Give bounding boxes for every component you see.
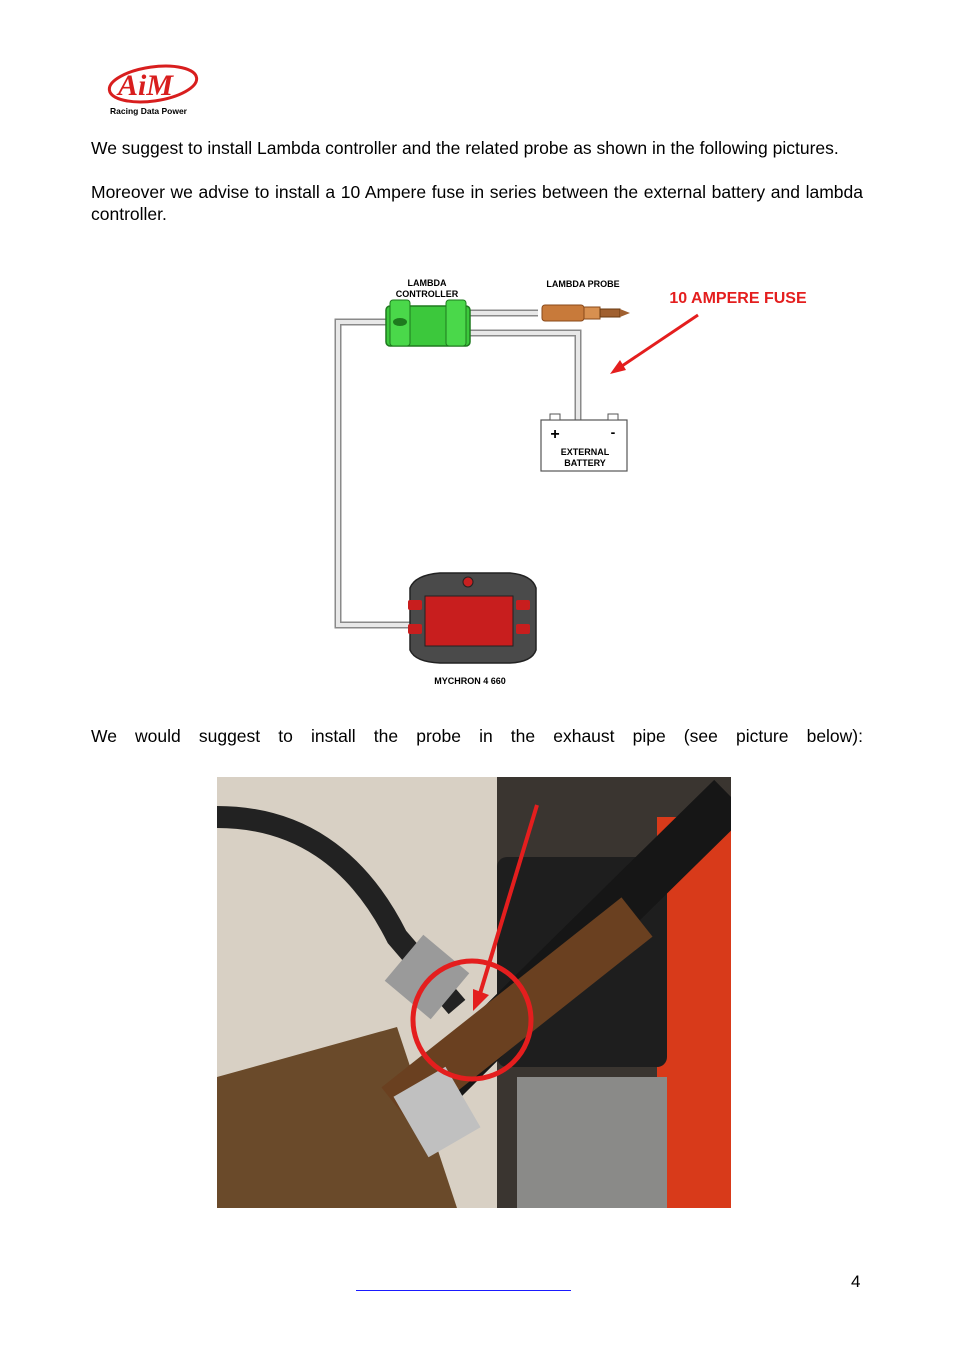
probe-install-paragraph: We would suggest to install the probe in… <box>91 726 863 746</box>
fuse-pointer-arrow <box>615 313 699 372</box>
controller-label-line1: LAMBDA <box>408 278 447 288</box>
battery-plus-terminal: + <box>550 426 559 443</box>
footer-link-underline[interactable] <box>356 1290 571 1291</box>
mychron-display <box>408 572 537 664</box>
probe-location-arrow <box>477 804 539 998</box>
probe-cable <box>217 806 466 1015</box>
engine-casting <box>517 1077 667 1208</box>
battery-label-line1: EXTERNAL <box>561 447 610 457</box>
lambda-probe <box>541 304 630 322</box>
pipe-clamp <box>393 1066 481 1158</box>
controller-label-line2: CONTROLLER <box>396 289 459 299</box>
page-number: 4 <box>851 1272 861 1291</box>
battery-minus-terminal: - <box>611 424 616 440</box>
aim-logo-mark: AiM <box>107 64 199 104</box>
exhaust-probe-photo <box>217 777 731 1208</box>
lambda-controller <box>385 299 471 347</box>
controller-to-display-cable-inner <box>336 320 410 627</box>
controller-to-display-cable <box>334 318 410 629</box>
probe-body <box>384 934 470 1020</box>
battery-label-line2: BATTERY <box>564 458 606 468</box>
external-battery <box>540 413 628 472</box>
intro-paragraph: We suggest to install Lambda controller … <box>91 138 839 158</box>
display-label: MYCHRON 4 660 <box>434 676 506 686</box>
controller-to-battery-cable <box>470 329 582 420</box>
controller-to-battery-cable-inner <box>470 331 580 420</box>
logo-tagline: Racing Data Power <box>110 106 187 116</box>
fuse-advice-paragraph: Moreover we advise to install a 10 Amper… <box>91 182 863 224</box>
aim-logo: AiM Racing Data Power <box>106 62 201 122</box>
fuse-label: 10 AMPERE FUSE <box>669 290 807 307</box>
probe-location-circle <box>410 958 534 1082</box>
fuse-arrow-head <box>610 360 626 374</box>
logo-wordmark: AiM <box>116 69 174 102</box>
wiring-diagram: LAMBDA CONTROLLER LAMBDA PROBE 10 AMPERE… <box>320 270 840 700</box>
workbench <box>217 1027 457 1208</box>
probe-label: LAMBDA PROBE <box>546 279 619 289</box>
probe-location-arrow-head <box>473 989 489 1011</box>
